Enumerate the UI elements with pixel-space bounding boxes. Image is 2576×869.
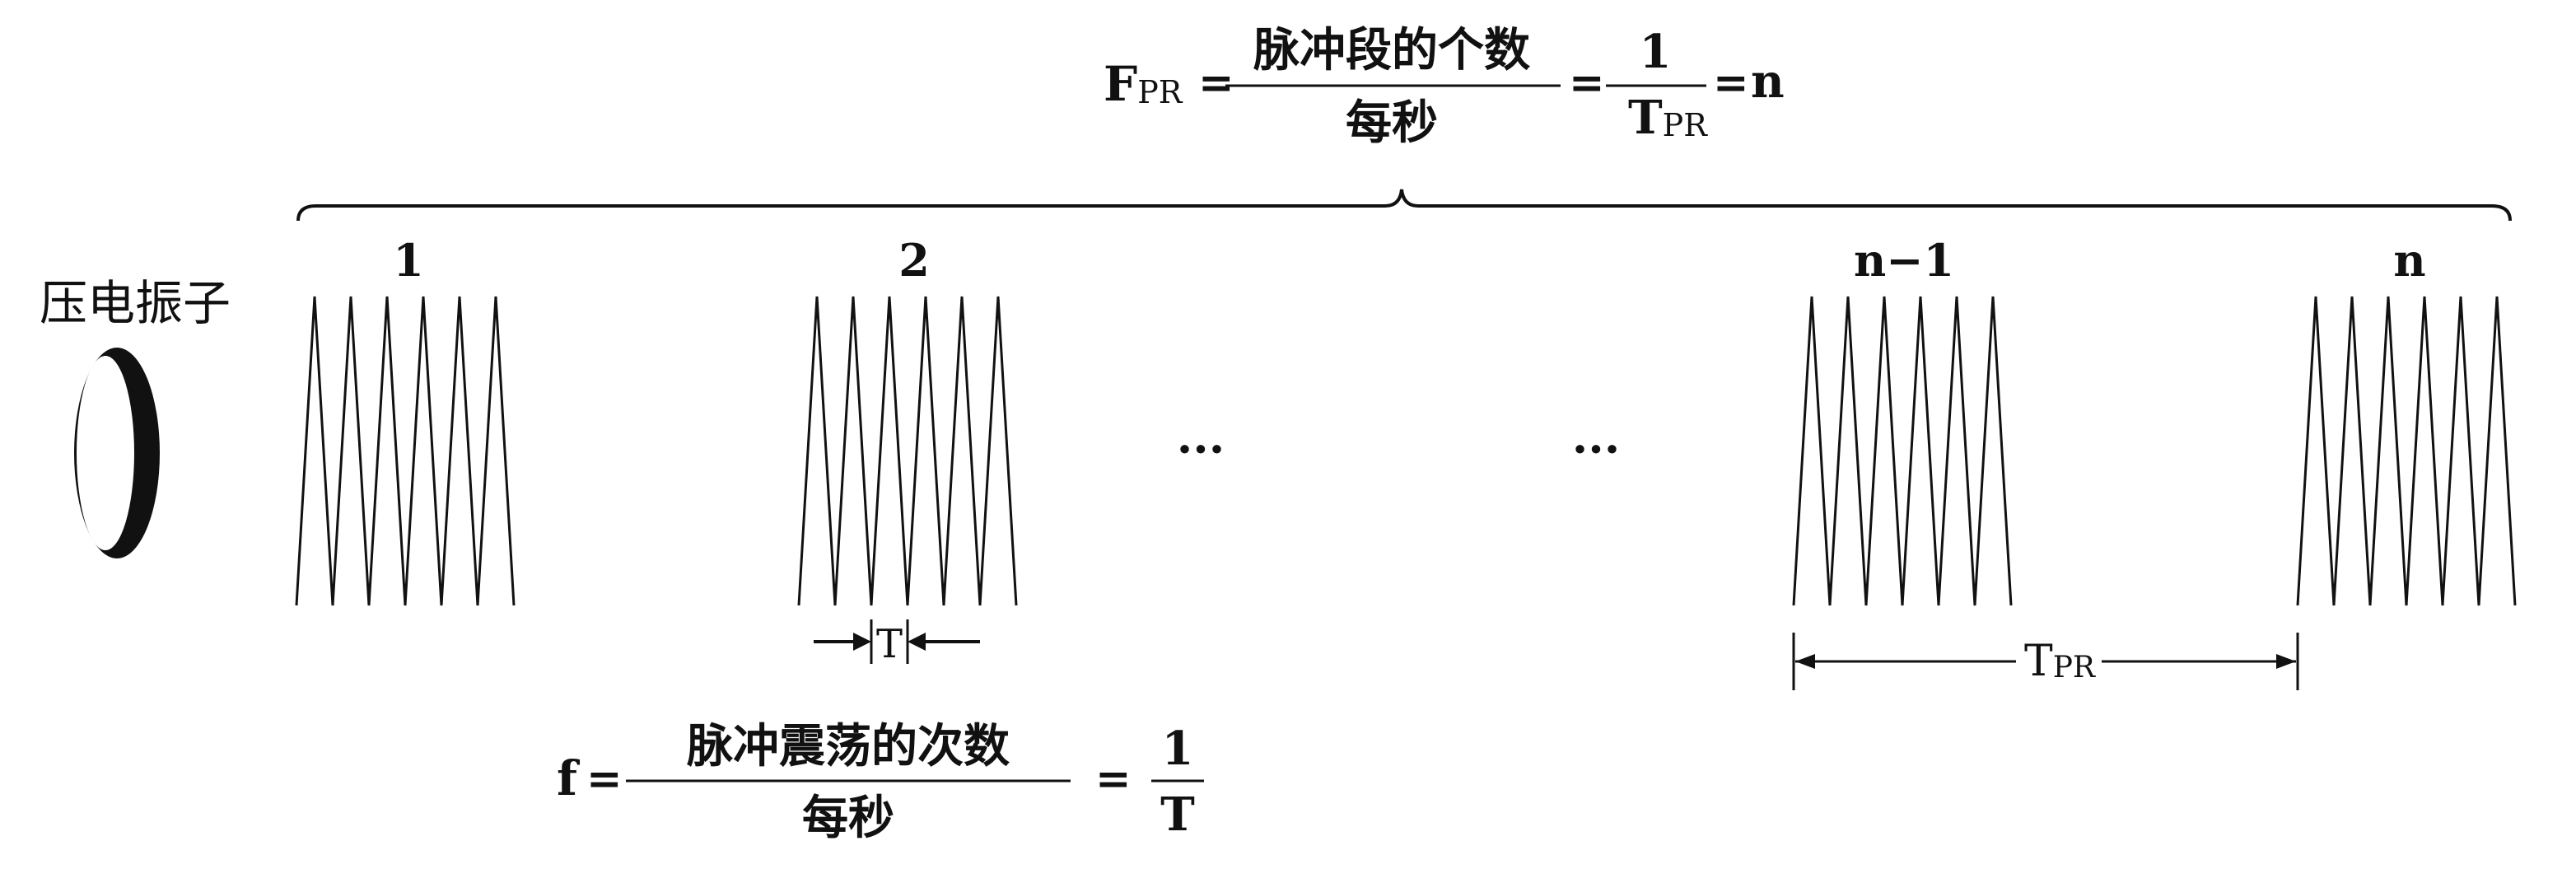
curly-brace <box>296 189 2512 222</box>
formula-top: FPR = 脉冲段的个数 每秒 = 1 TPR = n <box>1104 23 1785 150</box>
formula-top-denominator: 每秒 <box>1346 96 1438 150</box>
pulse-waveform <box>797 296 1018 606</box>
formula-top-lhs-sub: PR <box>1137 74 1183 110</box>
pulse-waveform <box>295 296 516 606</box>
pr-arrowhead-right <box>2276 654 2296 669</box>
pulse-waveform <box>2296 296 2517 606</box>
ellipsis-left: ··· <box>1177 423 1225 477</box>
formula-top-frac2-denominator-sub: PR <box>1663 107 1709 143</box>
formula-top-frac2-denominator: TPR <box>1628 91 1708 145</box>
pulse-group-1: 1 <box>295 234 516 606</box>
pr-arrowhead-left <box>1795 654 1815 669</box>
period-label: T <box>876 621 903 667</box>
formula-bottom-denominator: 每秒 <box>802 791 894 845</box>
group-label: n−1 <box>1854 234 1954 287</box>
ellipsis-right: ··· <box>1572 423 1621 477</box>
period-arrow-left-head <box>853 633 871 651</box>
formula-bottom-lhs: f <box>557 750 581 806</box>
formula-top-equals-1: = <box>1198 58 1234 108</box>
transducer-label: 压电振子 <box>40 275 231 331</box>
pr-label-sub: PR <box>2053 651 2096 684</box>
pulse-group-n-minus-1: n−1 <box>1792 234 2013 606</box>
group-label: n <box>2393 234 2425 287</box>
pr-interval: TPR <box>1792 633 2299 690</box>
formula-bottom-numerator: 脉冲震荡的次数 <box>687 719 1010 773</box>
formula-top-numerator: 脉冲段的个数 <box>1253 23 1530 77</box>
formula-top-equals-3: = <box>1713 58 1749 108</box>
pulse-group-2: 2 <box>797 234 1018 606</box>
formula-bottom: f = 脉冲震荡的次数 每秒 = 1 T <box>557 719 1204 845</box>
formula-bottom-equals-1: = <box>586 754 623 804</box>
pr-label: TPR <box>2024 637 2096 686</box>
period-arrow-right-head <box>908 633 926 651</box>
group-label: 2 <box>898 234 930 287</box>
pulse-group-n: n <box>2296 234 2517 606</box>
formula-bottom-frac2-denominator: T <box>1160 787 1195 842</box>
formula-top-lhs: FPR <box>1104 56 1183 112</box>
formula-top-equals-2: = <box>1569 58 1605 108</box>
period-marker: T <box>814 619 980 667</box>
group-label: 1 <box>393 234 424 287</box>
formula-bottom-frac2-numerator: 1 <box>1162 722 1194 776</box>
transducer-ring-icon <box>74 348 160 558</box>
formula-top-result: n <box>1751 54 1785 109</box>
formula-bottom-equals-2: = <box>1095 754 1132 804</box>
formula-top-frac2-numerator: 1 <box>1640 25 1672 79</box>
pulse-waveform <box>1792 296 2013 606</box>
